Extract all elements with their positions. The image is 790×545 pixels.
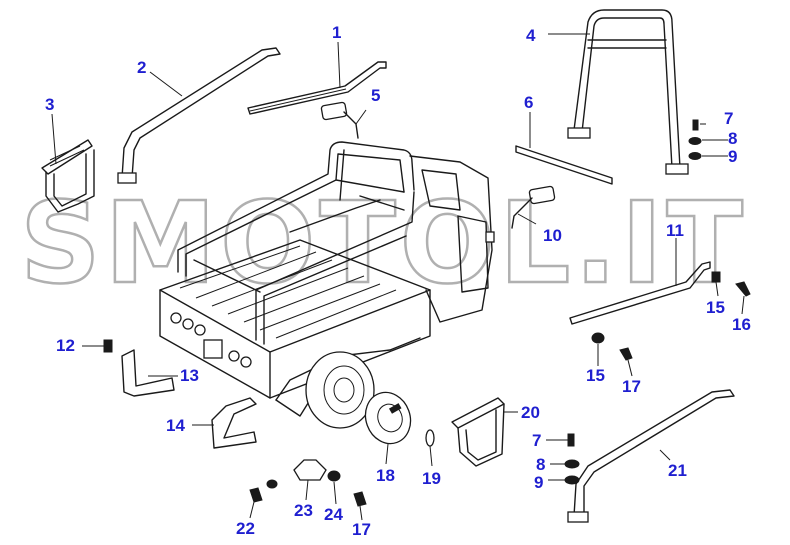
label-part-1: 1 bbox=[332, 23, 341, 42]
part-21-curved-tube bbox=[567, 389, 735, 523]
label-part-18: 18 bbox=[376, 466, 395, 485]
label-part-11: 11 bbox=[666, 221, 684, 240]
label-part-2: 2 bbox=[137, 58, 146, 77]
part-2-curved-tube bbox=[117, 47, 281, 184]
label-part-15-right: 15 bbox=[706, 298, 725, 317]
part-10-mirror bbox=[511, 185, 556, 229]
part-20-bracket bbox=[451, 397, 505, 467]
label-part-9-lower: 9 bbox=[534, 473, 543, 492]
label-part-7-lower: 7 bbox=[532, 431, 541, 450]
label-part-14: 14 bbox=[166, 416, 185, 435]
label-part-6: 6 bbox=[524, 93, 533, 112]
part-19-pin bbox=[425, 429, 435, 447]
label-part-24: 24 bbox=[324, 505, 343, 524]
part-5-mirror bbox=[320, 101, 367, 139]
label-part-9-upper: 9 bbox=[728, 147, 737, 166]
label-part-15-middle: 15 bbox=[586, 366, 605, 385]
label-part-10: 10 bbox=[543, 226, 562, 245]
label-part-23: 23 bbox=[294, 501, 313, 520]
label-part-13: 13 bbox=[180, 366, 199, 385]
bottom-small-parts bbox=[249, 459, 367, 507]
part-1-side-rail bbox=[247, 61, 387, 115]
part-6-flat-bar bbox=[515, 145, 613, 185]
label-part-8-upper: 8 bbox=[728, 129, 737, 148]
part-7-8-9-upper-hardware bbox=[688, 119, 702, 160]
watermark-text: SMOTOL.IT bbox=[20, 179, 747, 309]
label-part-5: 5 bbox=[371, 86, 380, 105]
part-18-cover bbox=[364, 391, 412, 445]
label-part-16: 16 bbox=[732, 315, 751, 334]
label-part-4: 4 bbox=[526, 26, 536, 45]
label-part-3: 3 bbox=[45, 95, 54, 114]
part-3-bracket bbox=[41, 139, 95, 213]
label-part-12: 12 bbox=[56, 336, 75, 355]
label-part-21: 21 bbox=[668, 461, 687, 480]
part-7-8-9-lower-hardware bbox=[564, 433, 580, 485]
label-part-17-lower: 17 bbox=[352, 520, 371, 539]
label-part-8-lower: 8 bbox=[536, 455, 545, 474]
vehicle-body bbox=[159, 141, 495, 429]
callout-labels: 1 2 3 4 5 6 7 8 9 10 11 12 13 14 15 16 1… bbox=[45, 23, 751, 539]
label-part-7-upper: 7 bbox=[724, 109, 733, 128]
label-part-22: 22 bbox=[236, 519, 255, 538]
part-4-roll-bar bbox=[567, 9, 689, 175]
part-15-17-middle-fasteners bbox=[591, 332, 633, 361]
part-12-13-hardware bbox=[103, 339, 175, 397]
part-14-hardware bbox=[211, 397, 257, 449]
label-part-17-middle: 17 bbox=[622, 377, 641, 396]
label-part-20: 20 bbox=[521, 403, 540, 422]
label-part-19: 19 bbox=[422, 469, 441, 488]
part-11-side-rail bbox=[569, 261, 711, 325]
leader-lines bbox=[51, 33, 745, 521]
